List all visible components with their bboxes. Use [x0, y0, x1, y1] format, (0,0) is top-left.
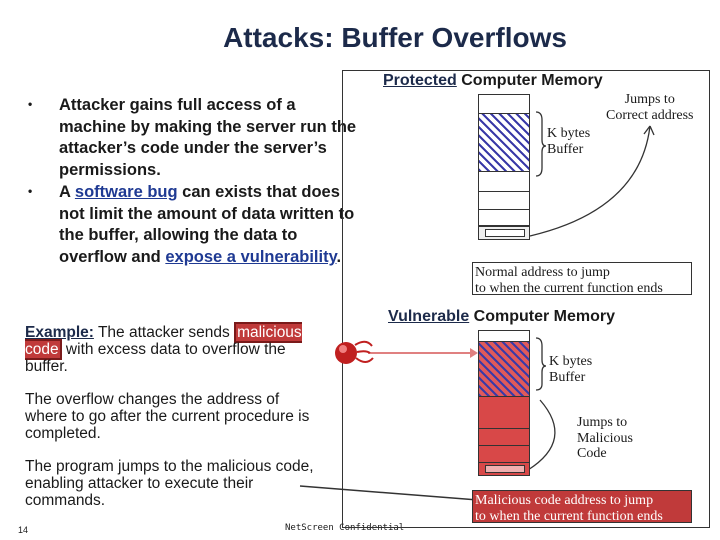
- protected-buffer-label: K bytes Buffer: [547, 126, 591, 157]
- example-text-pre: The attacker sends: [93, 324, 235, 341]
- vulnerable-jump-arrow: [527, 399, 556, 471]
- bullet-text-pre: A: [59, 182, 75, 201]
- overflowed-region: [479, 396, 529, 462]
- bullet-text: Attacker gains full access of a machine …: [59, 96, 357, 180]
- protected-memory-title: Protected Computer Memory: [383, 72, 603, 90]
- address-tab: [485, 465, 525, 473]
- protected-memory-stack: [478, 94, 530, 226]
- diagram-frame: [342, 70, 710, 528]
- jump-paragraph: The program jumps to the malicious code,…: [25, 458, 314, 509]
- bullet-text-mid: can exists that does not limit the amoun…: [59, 182, 355, 266]
- bullet-item: • A software bug can exists that does no…: [28, 182, 358, 269]
- bullet-dot-icon: •: [28, 97, 33, 111]
- example-label: Example:: [25, 324, 94, 341]
- vulnerable-buffer-brace: [535, 337, 547, 391]
- protected-jump-label: Jumps to Correct address: [606, 92, 694, 123]
- confidential-footer: NetScreen Confidential: [285, 523, 405, 533]
- bullet-list: • Attacker gains full access of a machin…: [28, 95, 358, 269]
- callout-line: [299, 485, 479, 501]
- bug-icon: [335, 340, 374, 364]
- bullet-text-post: .: [336, 247, 342, 266]
- vulnerable-title-rest: Computer Memory: [469, 308, 616, 325]
- protected-buffer-brace: [535, 111, 547, 177]
- vulnerable-memory-title: Vulnerable Computer Memory: [388, 308, 615, 326]
- vulnerable-jump-label: Jumps to Malicious Code: [577, 415, 633, 461]
- slide-number: 14: [18, 525, 29, 535]
- vulnerable-buffer-region: [479, 341, 529, 396]
- protected-address-slot: [478, 226, 530, 240]
- protected-jump-arrow: [529, 125, 651, 237]
- bullet-item: • Attacker gains full access of a machin…: [28, 95, 358, 182]
- vulnerable-buffer-label: K bytes Buffer: [549, 354, 593, 385]
- example-text-post: with excess data to overflow the buffer.: [25, 341, 286, 375]
- expose-vulnerability-link[interactable]: expose a vulnerability: [165, 247, 337, 266]
- bullet-dot-icon: •: [28, 183, 33, 198]
- protected-buffer-region: [479, 113, 529, 171]
- protected-title-rest: Computer Memory: [456, 72, 603, 89]
- normal-address-box: Normal address to jump to when the curre…: [472, 262, 692, 296]
- malicious-address-box: Malicious code address to jump to when t…: [472, 490, 692, 524]
- vulnerable-address-slot: [478, 462, 530, 476]
- vulnerable-word: Vulnerable: [388, 308, 470, 325]
- protected-word: Protected: [383, 72, 457, 89]
- software-bug-link[interactable]: software bug: [74, 182, 178, 201]
- vulnerable-memory-stack: [478, 330, 530, 462]
- example-block: Example: The attacker sends malicious co…: [25, 322, 325, 525]
- example-paragraph: Example: The attacker sends malicious co…: [25, 322, 325, 375]
- slide-title: Attacks: Buffer Overflows: [223, 22, 567, 53]
- overflow-paragraph: The overflow changes the address of wher…: [25, 391, 310, 442]
- address-tab: [485, 229, 525, 237]
